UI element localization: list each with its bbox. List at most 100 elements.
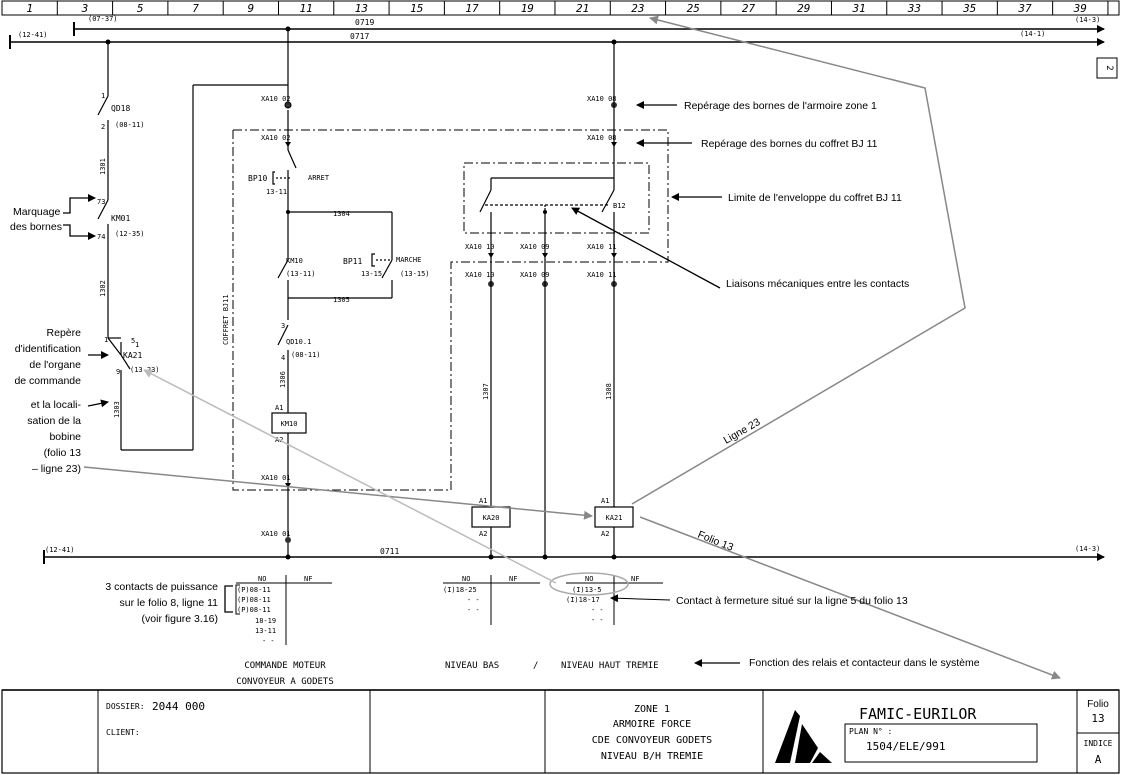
xa10-09a-n: 09	[541, 243, 549, 251]
ka21-t4: 9	[116, 368, 120, 376]
xa10-02-in: XA10	[261, 134, 278, 142]
qd10-name: QD10.1	[286, 338, 311, 346]
xa10-08-top: XA10	[587, 95, 604, 103]
ka20-coil-name: KA20	[483, 514, 500, 522]
bus-0711: (12-41) 0711 (14-3)	[43, 545, 1105, 564]
svg-text:XA10 01: XA10 01	[261, 530, 291, 538]
ann-loc-4: – ligne 23)	[32, 463, 81, 475]
km01-t2: 74	[97, 233, 105, 241]
qd18-t2: 2	[101, 123, 105, 131]
km10-row-0: (P)08-11	[237, 586, 271, 594]
bus-0719-left: (07-37)	[88, 15, 118, 23]
km10-table-no: NO	[258, 575, 266, 583]
middle-circuit-labels: XA10 02 XA10 02 BP10 13-11 ARRET 1304 KM…	[248, 95, 430, 538]
ann-3c-0: 3 contacts de puissance	[105, 581, 218, 593]
xa10-01-out-n: 01	[282, 530, 290, 538]
ann-marquage-1: Marquage	[13, 206, 60, 218]
ka20-coil: KA20	[471, 506, 511, 528]
table-ka20: NO NF (I)18-25 - - - -	[443, 575, 540, 625]
bus-0711-label: 0711	[380, 547, 399, 556]
xa10-11b-n: 11	[608, 271, 616, 279]
qd18-t1: 1	[101, 92, 105, 100]
ann-loc-2: bobine	[49, 431, 81, 443]
client-label: CLIENT:	[106, 728, 140, 737]
column-number: 15	[410, 2, 423, 15]
caption-niv-haut: NIVEAU HAUT TREMIE	[561, 661, 659, 671]
ka20-row-2: - -	[467, 606, 480, 614]
column-number: 27	[742, 2, 756, 15]
ann-contact-fermeture: Contact à fermeture situé sur la ligne 5…	[676, 595, 908, 607]
bus-0711-right: (14-3)	[1075, 545, 1100, 553]
svg-text:XA10 01: XA10 01	[261, 474, 291, 482]
ka20-row-1: - -	[467, 596, 480, 604]
left-circuit	[97, 29, 289, 451]
column-number: 5	[137, 2, 144, 15]
column-number: 25	[687, 2, 700, 15]
ka21-coil: KA21	[594, 506, 634, 528]
bus-0717: (12-41) 0717 (14-1)	[9, 30, 1105, 49]
plan-value: 1504/ELE/991	[866, 740, 945, 753]
xa10-11a: XA10	[587, 243, 604, 251]
km10-contact-ref: (13-11)	[286, 270, 316, 278]
km10-row-5: - -	[262, 637, 275, 645]
title-block: DOSSIER: 2044 000 CLIENT: ZONE 1 ARMOIRE…	[1, 689, 1120, 774]
bus-0719-right: (14-3)	[1075, 16, 1100, 24]
ann-loc-1: sation de la	[27, 415, 81, 427]
bp10-name: BP10	[248, 174, 267, 183]
qd10-ref: (08-11)	[291, 351, 321, 359]
zone-1: ARMOIRE FORCE	[613, 719, 691, 730]
dossier-value: 2044 000	[152, 700, 205, 713]
km10-coil: KM10	[271, 412, 307, 434]
ka21-coil-name: KA21	[606, 514, 623, 522]
annotation-texts: Repérage des bornes de l'armoire zone 1 …	[10, 100, 980, 669]
ka21-row-1: (I)18-17	[566, 596, 600, 604]
xa10-08-in-n: 08	[608, 134, 616, 142]
ka21-table-nf: NF	[631, 575, 639, 583]
svg-text:XA10 11: XA10 11	[587, 271, 617, 279]
ka21-row-2: - -	[591, 606, 604, 614]
wire-1304: 1304	[333, 210, 350, 218]
km01-ref: (12-35)	[115, 230, 145, 238]
ann-rep-armoire: Repérage des bornes de l'armoire zone 1	[684, 100, 877, 112]
wire-1301: 1301	[99, 158, 107, 175]
indice-label: INDICE	[1084, 739, 1113, 748]
bp11-ref: 13-15	[361, 270, 382, 278]
svg-text:XA10 02: XA10 02	[261, 134, 291, 142]
column-number: 19	[521, 2, 534, 15]
caption-slash: /	[533, 661, 538, 671]
column-number: 33	[907, 2, 921, 15]
coffret-bj11-boundary	[232, 129, 669, 491]
svg-text:XA10 09: XA10 09	[520, 271, 550, 279]
wire-1305: 1305	[333, 296, 350, 304]
ka21-table-no: NO	[585, 575, 593, 583]
ann-repere-2: de l'organe	[29, 359, 81, 371]
folio-label: Folio	[1087, 699, 1109, 710]
km01-t1: 73	[97, 198, 105, 206]
xa10-08-top-n: 08	[608, 95, 616, 103]
column-number: 13	[355, 2, 368, 15]
ka20-row-0: (I)18-25	[443, 586, 477, 594]
side-tab: 2	[1096, 57, 1118, 79]
dossier-label: DOSSIER:	[106, 702, 145, 711]
zone-3: NIVEAU B/H TREMIE	[601, 751, 703, 762]
ka21-coil-a2: A2	[601, 530, 609, 538]
ann-3c-2: (voir figure 3.16)	[142, 613, 218, 625]
km10-row-4: 13-11	[255, 627, 276, 635]
left-circuit-labels: 1 QD18 2 (08-11) 1301 73 KM01 74 (12-35)…	[97, 92, 160, 418]
km10-table-nf: NF	[304, 575, 312, 583]
ka21-coil-a1: A1	[601, 497, 609, 505]
light-reference-line	[143, 369, 557, 584]
qd10-t2: 4	[281, 354, 285, 362]
column-number: 1	[26, 2, 33, 15]
wire-1306: 1306	[279, 371, 287, 388]
xa10-11b: XA10	[587, 271, 604, 279]
column-number: 35	[962, 2, 976, 15]
bus-0717-left: (12-41)	[18, 31, 48, 39]
ka21-name: KA21	[123, 351, 142, 360]
column-number: 23	[631, 2, 644, 15]
bp11-name: BP11	[343, 257, 362, 266]
wire-1307: 1307	[482, 383, 490, 400]
bp10-ref: 13-11	[266, 188, 287, 196]
column-number: 17	[465, 2, 479, 15]
